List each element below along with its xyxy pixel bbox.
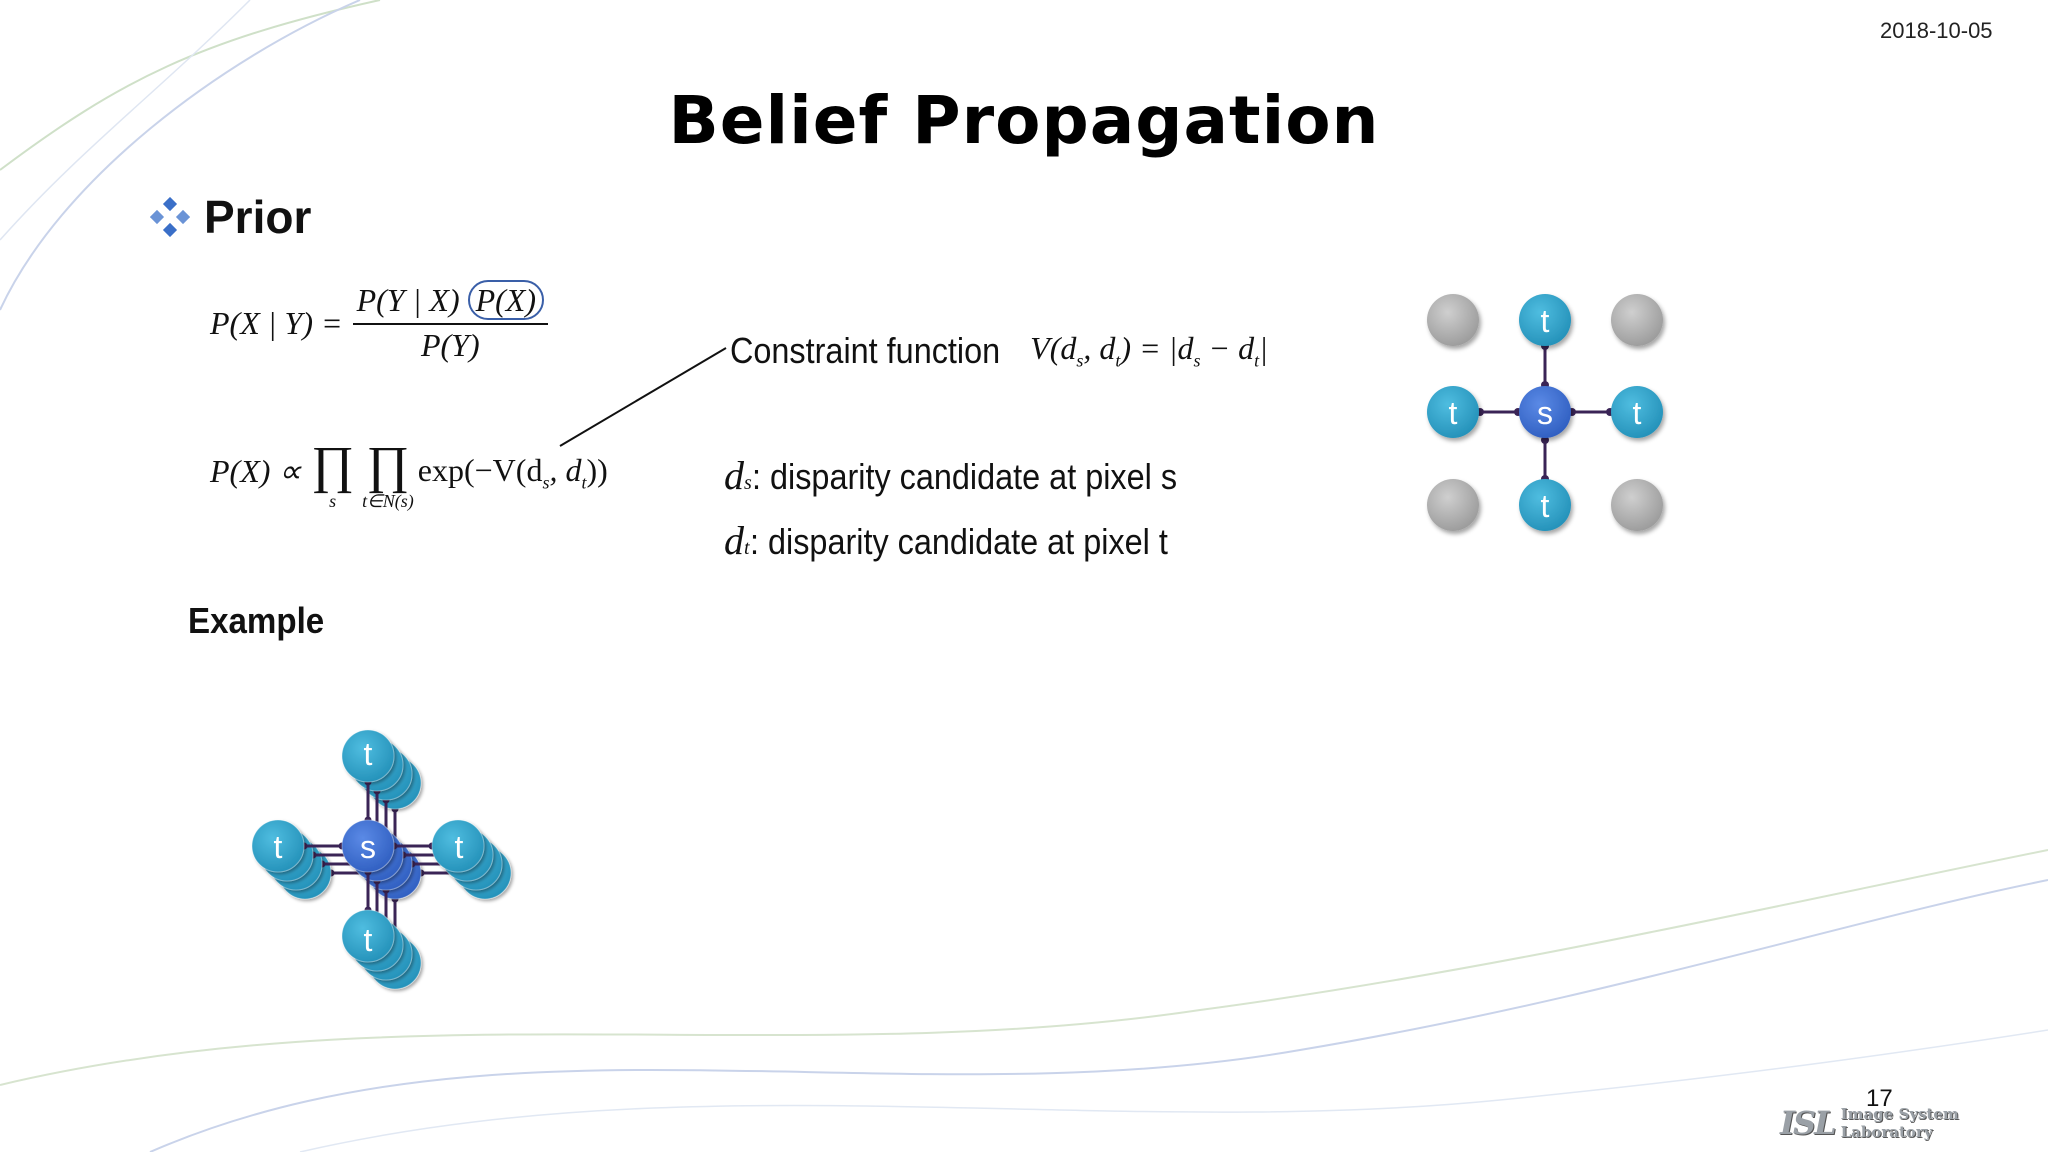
example-node-t <box>341 909 395 963</box>
example-label-t: t <box>364 922 373 958</box>
prior-lhs: P(X) ∝ <box>210 453 302 489</box>
grid-label-t: t <box>1541 303 1550 339</box>
grid-label-s: s <box>1537 395 1553 431</box>
grid-node-t <box>1611 386 1663 438</box>
product-s: ∏ s <box>311 437 355 511</box>
example-stacked-diagram: t t t t s <box>251 729 512 990</box>
constraint-label: Constraint function <box>730 330 1001 371</box>
constraint-formula: V(ds, dt) = |ds − dt| <box>1030 330 1268 371</box>
bayes-denominator: P(Y) <box>420 327 480 363</box>
grid-neighborhood-diagram: t t t t s <box>1427 294 1663 531</box>
grid-node-corner <box>1427 294 1479 346</box>
example-label: Example <box>188 600 325 641</box>
slide-date: 2018-10-05 <box>1880 18 1993 43</box>
example-label-t: t <box>364 736 373 772</box>
example-node-s <box>341 819 395 873</box>
product-t: ∏ t∈N(s) <box>362 437 414 511</box>
slide-title: Belief Propagation <box>668 82 1380 159</box>
grid-node-t <box>1519 479 1571 531</box>
example-node-t <box>251 819 305 873</box>
example-label-t: t <box>274 829 283 865</box>
grid-node-corner <box>1611 479 1663 531</box>
grid-node-t <box>1519 294 1571 346</box>
logo-text: Image System Laboratory <box>1840 1105 1959 1141</box>
grid-node-t <box>1427 386 1479 438</box>
example-node-t <box>341 729 395 783</box>
grid-label-t: t <box>1449 395 1458 431</box>
bayes-numerator: P(Y | X) <box>356 282 460 318</box>
example-layer <box>251 729 485 963</box>
grid-label-t: t <box>1541 488 1550 524</box>
bullet-text: Prior <box>204 191 312 243</box>
constraint-function: Constraint function V(ds, dt) = |ds − dt… <box>730 330 1268 372</box>
grid-node-corner <box>1611 294 1663 346</box>
lab-logo: ISL Image System Laboratory <box>1780 1104 2048 1142</box>
pointer-line <box>559 347 727 447</box>
page-number: 17 <box>1866 1085 1893 1112</box>
bullet-prior: Prior <box>150 190 311 244</box>
prior-equation: P(X) ∝ ∏ s ∏ t∈N(s) exp(−V(ds, dt)) <box>210 437 608 511</box>
example-node-t <box>431 819 485 873</box>
logo-mark: ISL <box>1780 1104 1837 1142</box>
bayes-fraction: P(Y | X) P(X) P(Y) <box>352 280 548 364</box>
diamond-bullet-icon <box>150 197 190 237</box>
grid-node-s <box>1519 386 1571 438</box>
circled-prior: P(X) <box>467 280 544 320</box>
example-label-t: t <box>455 829 464 865</box>
bayes-lhs: P(X | Y) = <box>210 304 343 341</box>
prior-rhs: exp(−V(ds, dt)) <box>417 452 608 493</box>
example-label-s: s <box>360 829 376 865</box>
grid-label-t: t <box>1633 395 1642 431</box>
grid-node-corner <box>1427 479 1479 531</box>
example-layers <box>251 729 512 990</box>
bayes-equation: P(X | Y) = P(Y | X) P(X) P(Y) <box>210 280 548 364</box>
